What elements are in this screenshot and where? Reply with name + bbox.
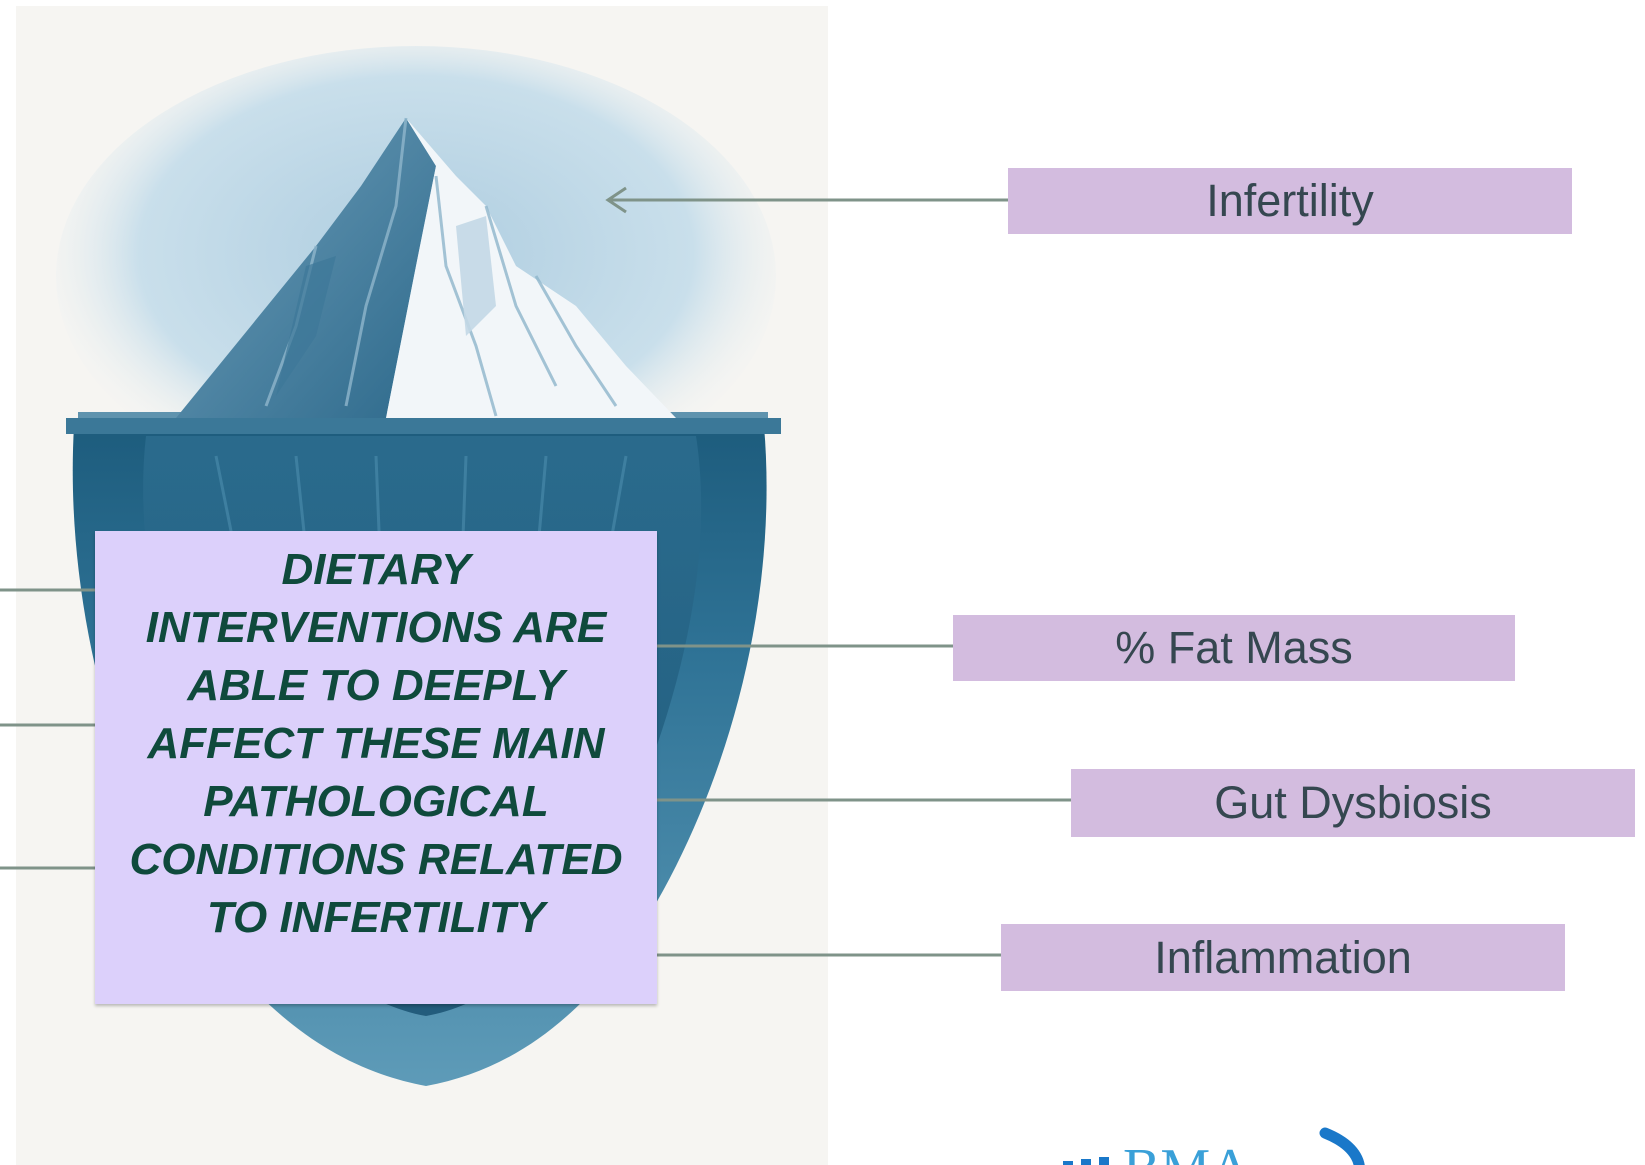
gut-dysbiosis-label: Gut Dysbiosis	[1071, 769, 1635, 837]
gut-dysbiosis-label-text: Gut Dysbiosis	[1214, 777, 1492, 829]
inflammation-label: Inflammation	[1001, 924, 1565, 991]
fat-mass-label-text: % Fat Mass	[1115, 622, 1353, 674]
svg-text:BMA: BMA	[1123, 1138, 1251, 1165]
bma-logo: BMA	[1055, 1125, 1375, 1165]
fat-mass-label: % Fat Mass	[953, 615, 1515, 681]
callout-text: DIETARY INTERVENTIONS ARE ABLE TO DEEPLY…	[130, 545, 623, 942]
inflammation-label-text: Inflammation	[1154, 932, 1412, 984]
infertility-label: Infertility	[1008, 168, 1572, 234]
bma-logo-mark: BMA	[1055, 1125, 1375, 1165]
infertility-label-text: Infertility	[1206, 175, 1374, 227]
dietary-interventions-callout: DIETARY INTERVENTIONS ARE ABLE TO DEEPLY…	[95, 531, 657, 1004]
